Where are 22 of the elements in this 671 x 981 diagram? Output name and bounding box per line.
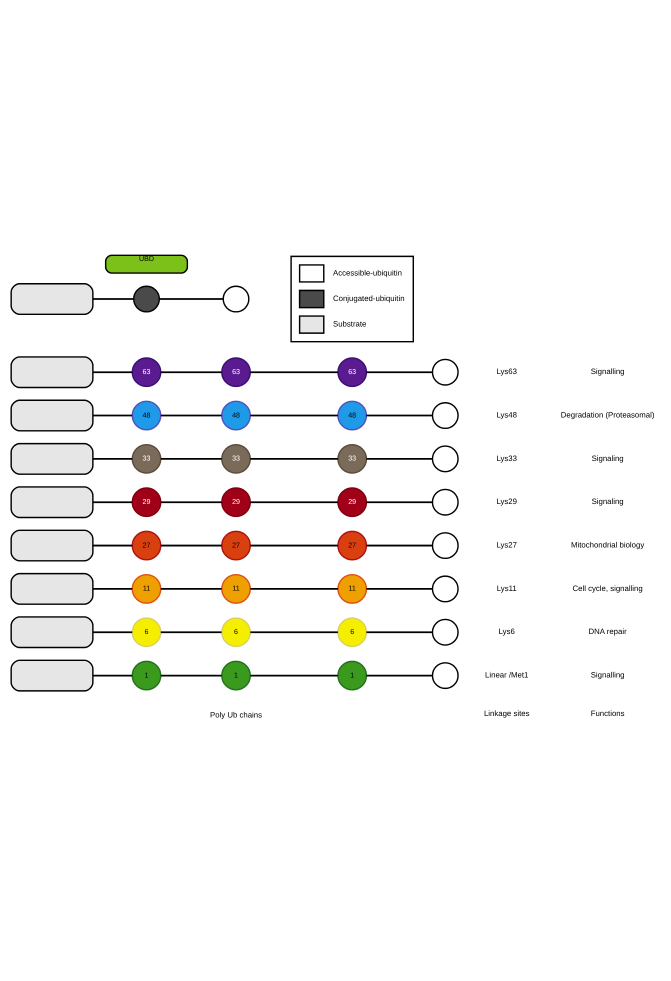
label: Signalling bbox=[590, 670, 625, 680]
label: Linkage sites bbox=[484, 708, 530, 718]
label: Lys48 bbox=[496, 410, 517, 420]
label: Lys6 bbox=[498, 627, 515, 636]
legend-label: Accessible-ubiquitin bbox=[333, 268, 402, 278]
label: DNA repair bbox=[588, 627, 627, 636]
label: Poly Ub chains bbox=[210, 710, 262, 720]
label: Lys63 bbox=[496, 367, 517, 376]
label: Signaling bbox=[592, 454, 624, 463]
label: Linear /Met1 bbox=[485, 670, 528, 680]
label: Lys29 bbox=[496, 497, 517, 506]
label: Lys33 bbox=[496, 454, 517, 463]
label: Mitochondrial biology bbox=[570, 540, 644, 550]
label: Lys27 bbox=[496, 540, 517, 550]
label: Degradation (Proteasomal) bbox=[560, 410, 654, 420]
legend-label: Substrate bbox=[333, 320, 366, 329]
label: Lys11 bbox=[496, 584, 517, 593]
legend-label: Conjugated-ubiquitin bbox=[333, 294, 405, 304]
label: Signaling bbox=[592, 497, 624, 506]
label: Cell cycle, signalling bbox=[572, 584, 643, 593]
label: Functions bbox=[590, 708, 625, 718]
label: Signalling bbox=[590, 367, 625, 376]
